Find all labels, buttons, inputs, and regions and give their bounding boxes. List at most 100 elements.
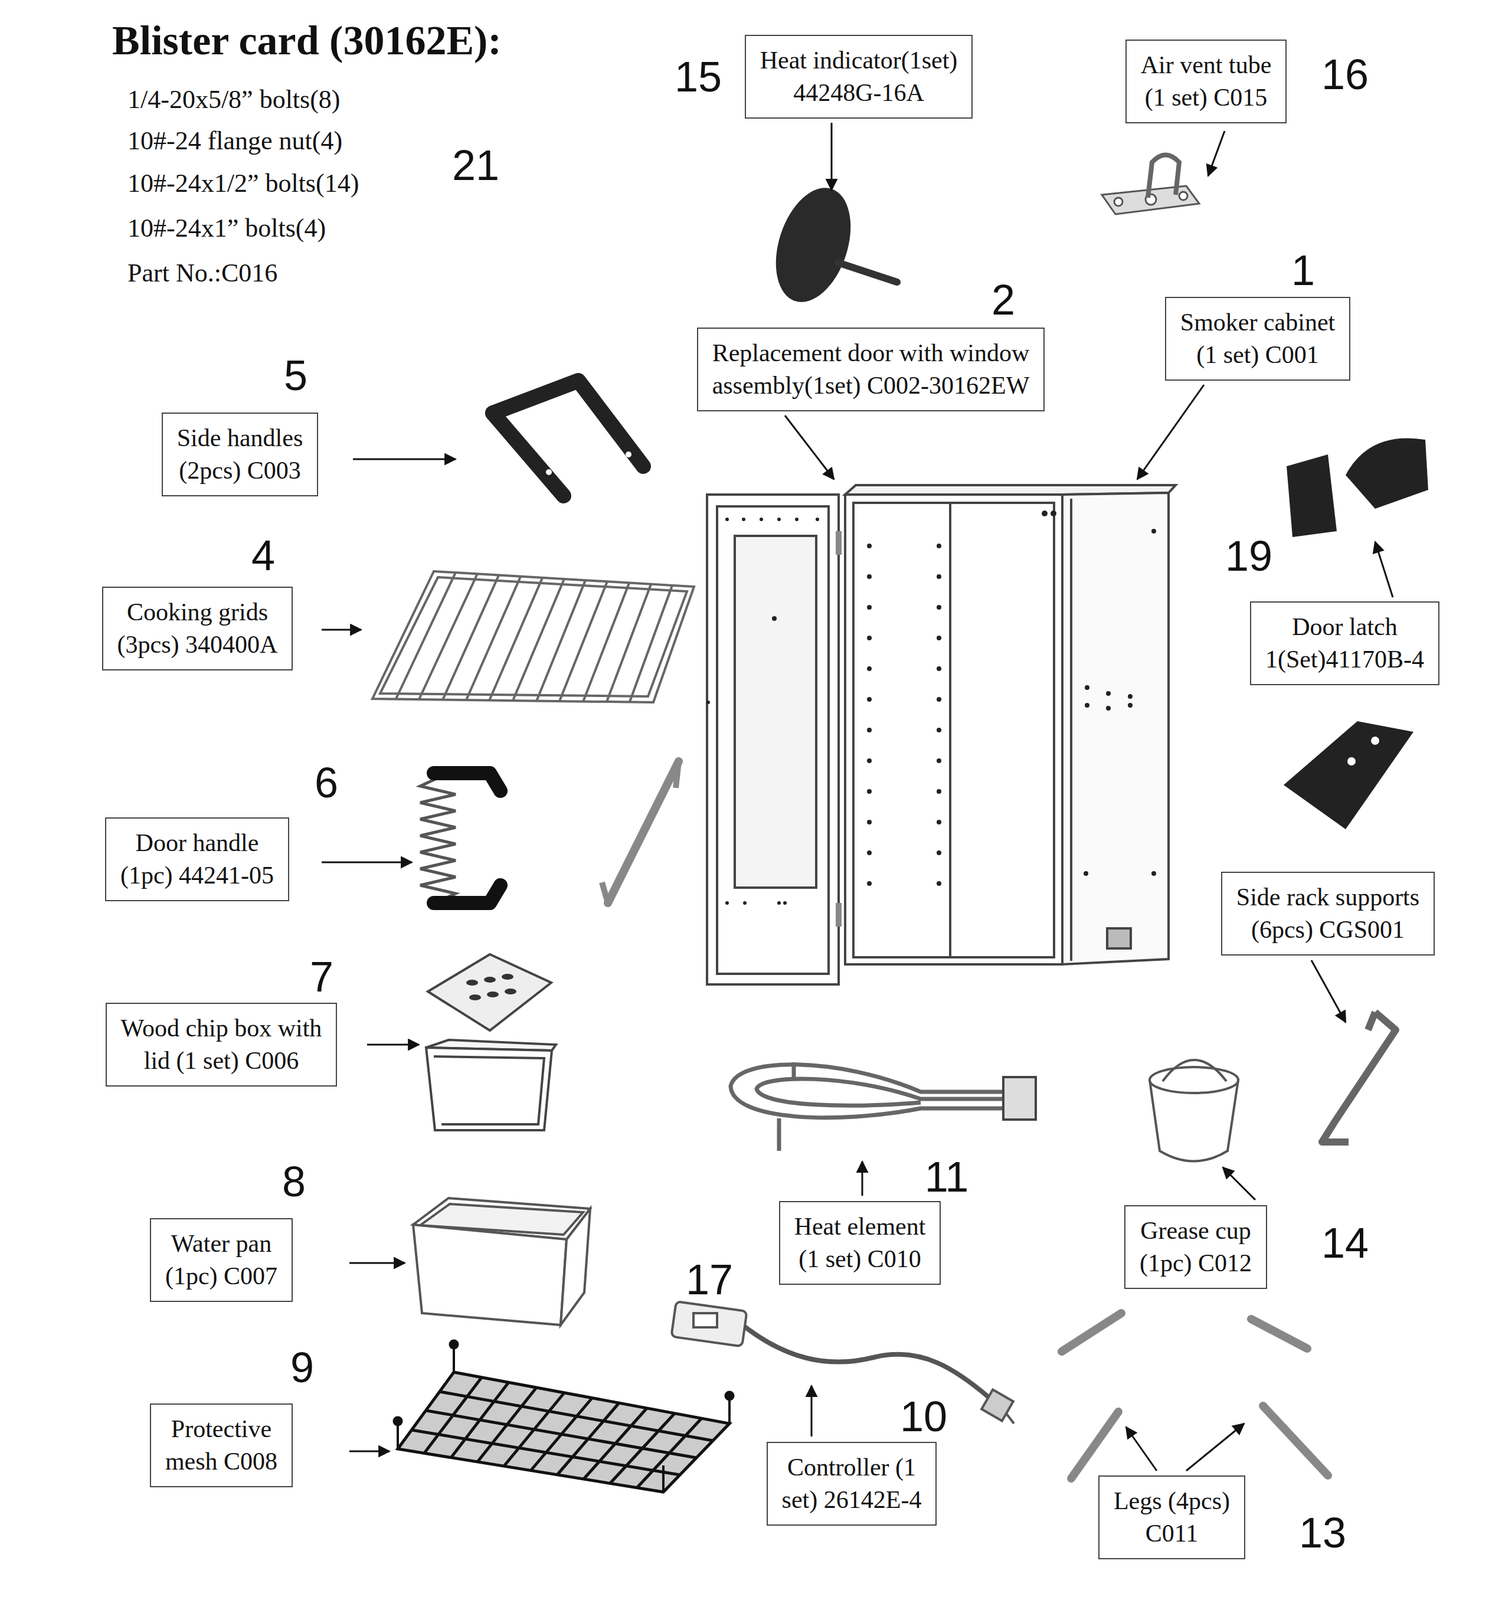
smoker-cabinet-drawing bbox=[1041, 510, 1048, 517]
legs-drawing bbox=[1061, 1313, 1122, 1352]
part-label-box: Replacement door with window assembly(1s… bbox=[696, 327, 1045, 412]
cooking-grid-drawing bbox=[466, 576, 521, 700]
water-pan-drawing bbox=[420, 1203, 584, 1235]
smoker-cabinet-drawing bbox=[845, 494, 1063, 965]
callout-number: 7 bbox=[309, 955, 334, 998]
door-drawing bbox=[706, 700, 710, 705]
callout-number: 21 bbox=[452, 144, 500, 187]
smoker-cabinet-drawing bbox=[1069, 498, 1073, 961]
protective-mesh-drawing bbox=[411, 1429, 680, 1475]
smoker-cabinet-drawing bbox=[1127, 694, 1133, 699]
smoker-cabinet-drawing bbox=[866, 881, 872, 886]
door-handle-drawing bbox=[420, 777, 456, 902]
cooking-grid-drawing bbox=[419, 573, 478, 700]
door-latch-drawing bbox=[1345, 438, 1429, 510]
hinge-rod-drawing bbox=[675, 761, 679, 788]
cooking-grid-drawing bbox=[606, 584, 651, 702]
part-label: Smoker cabinet (1 set) C001 bbox=[1179, 306, 1337, 372]
part-label: Replacement door with window assembly(1s… bbox=[711, 336, 1031, 402]
smoker-cabinet-drawing bbox=[936, 666, 942, 672]
wood-chip-box-drawing bbox=[501, 973, 514, 980]
heat-element-drawing bbox=[756, 1078, 1004, 1106]
leader-arrow bbox=[830, 122, 833, 191]
callout-number: 15 bbox=[674, 55, 722, 98]
controller-drawing bbox=[744, 1326, 990, 1399]
door-drawing bbox=[759, 517, 764, 522]
smoker-cabinet-drawing bbox=[866, 727, 872, 733]
air-vent-drawing bbox=[1179, 191, 1188, 201]
side-handle-drawing bbox=[492, 380, 644, 467]
smoker-cabinet-drawing bbox=[866, 666, 872, 672]
part-label-box: Smoker cabinet (1 set) C001 bbox=[1165, 296, 1351, 381]
leader-arrow bbox=[1222, 1167, 1256, 1200]
parts-list-line: 1/4-20x5/8” bolts(8) bbox=[127, 84, 341, 116]
door-drawing bbox=[741, 517, 746, 522]
legs-drawing bbox=[1061, 1313, 1328, 1479]
parts-list-line: 10#-24 flange nut(4) bbox=[127, 125, 343, 157]
door-handle-drawing bbox=[420, 773, 501, 903]
part-label-box: Heat element (1 set) C010 bbox=[779, 1201, 941, 1285]
protective-mesh-drawing bbox=[426, 1410, 697, 1458]
parts-list-line: Part No.:C016 bbox=[127, 257, 278, 290]
cooking-grid-drawing bbox=[583, 583, 630, 702]
door-drawing bbox=[777, 901, 781, 905]
callout-number: 16 bbox=[1321, 53, 1369, 96]
smoker-cabinet-drawing bbox=[936, 696, 942, 702]
wood-chip-box-drawing bbox=[504, 988, 517, 995]
leader-arrow bbox=[1137, 384, 1204, 480]
part-label: Grease cup (1pc) C012 bbox=[1138, 1214, 1253, 1280]
part-label: Controller (1 set) 26142E-4 bbox=[780, 1451, 923, 1517]
part-label-box: Water pan (1pc) C007 bbox=[149, 1218, 293, 1302]
callout-number: 8 bbox=[282, 1160, 306, 1203]
part-label-box: Door handle (1pc) 44241-05 bbox=[105, 817, 290, 902]
smoker-cabinet-drawing bbox=[866, 635, 872, 641]
door-latch-drawing bbox=[1347, 757, 1356, 766]
leader-arrow bbox=[349, 1262, 405, 1265]
wood-chip-box-drawing bbox=[466, 979, 479, 986]
part-label: Heat element (1 set) C010 bbox=[793, 1210, 927, 1276]
smoker-cabinet-drawing bbox=[866, 789, 872, 794]
door-latch-drawing bbox=[1283, 721, 1414, 830]
smoker-cabinet-drawing bbox=[936, 635, 942, 641]
wood-chip-box-drawing bbox=[483, 976, 496, 983]
smoker-cabinet-drawing bbox=[936, 881, 942, 886]
callout-number: 6 bbox=[314, 761, 339, 804]
cooking-grid-drawing bbox=[372, 571, 695, 703]
smoker-cabinet-drawing bbox=[1107, 928, 1131, 949]
door-drawing bbox=[835, 531, 842, 555]
door-drawing bbox=[725, 901, 729, 905]
part-label-box: Cooking grids (3pcs) 340400A bbox=[102, 586, 293, 671]
part-label: Air vent tube (1 set) C015 bbox=[1139, 48, 1273, 114]
heat-element-drawing bbox=[1003, 1077, 1036, 1120]
part-label: Door latch 1(Set)41170B-4 bbox=[1264, 610, 1426, 676]
smoker-cabinet-drawing bbox=[866, 574, 872, 579]
grease-cup-drawing bbox=[1149, 1059, 1239, 1162]
cooking-grid-drawing bbox=[629, 585, 673, 702]
smoker-cabinet-drawing bbox=[936, 543, 942, 549]
door-latch-drawing bbox=[1286, 454, 1337, 538]
callout-number: 14 bbox=[1321, 1221, 1369, 1265]
part-label: Wood chip box with lid (1 set) C006 bbox=[119, 1012, 323, 1078]
smoker-cabinet-drawing bbox=[936, 789, 942, 794]
door-drawing bbox=[815, 517, 820, 522]
legs-drawing bbox=[1262, 1405, 1328, 1476]
part-label-box: Side handles (2pcs) C003 bbox=[161, 412, 319, 497]
part-label: Door handle (1pc) 44241-05 bbox=[119, 826, 276, 892]
wood-chip-box-drawing bbox=[466, 973, 517, 1001]
smoker-cabinet-drawing bbox=[936, 758, 942, 764]
side-rack-support-drawing bbox=[1321, 1012, 1396, 1142]
air-vent-drawing bbox=[1101, 155, 1200, 215]
leader-arrow bbox=[321, 122, 1393, 1471]
part-label: Legs (4pcs) C011 bbox=[1112, 1484, 1232, 1550]
smoker-cabinet-drawing bbox=[936, 819, 942, 825]
leader-arrow bbox=[321, 861, 412, 864]
protective-mesh-drawing bbox=[728, 1396, 731, 1424]
part-label-box: Door latch 1(Set)41170B-4 bbox=[1249, 601, 1440, 686]
door-latch-drawing bbox=[1370, 736, 1380, 745]
protective-mesh-drawing bbox=[394, 1417, 402, 1425]
cooking-grid-drawing bbox=[442, 575, 499, 700]
parts-list-line: 10#-24x1/2” bolts(14) bbox=[127, 168, 359, 200]
callout-number: 10 bbox=[900, 1395, 948, 1438]
wood-chip-box-drawing bbox=[486, 991, 499, 998]
